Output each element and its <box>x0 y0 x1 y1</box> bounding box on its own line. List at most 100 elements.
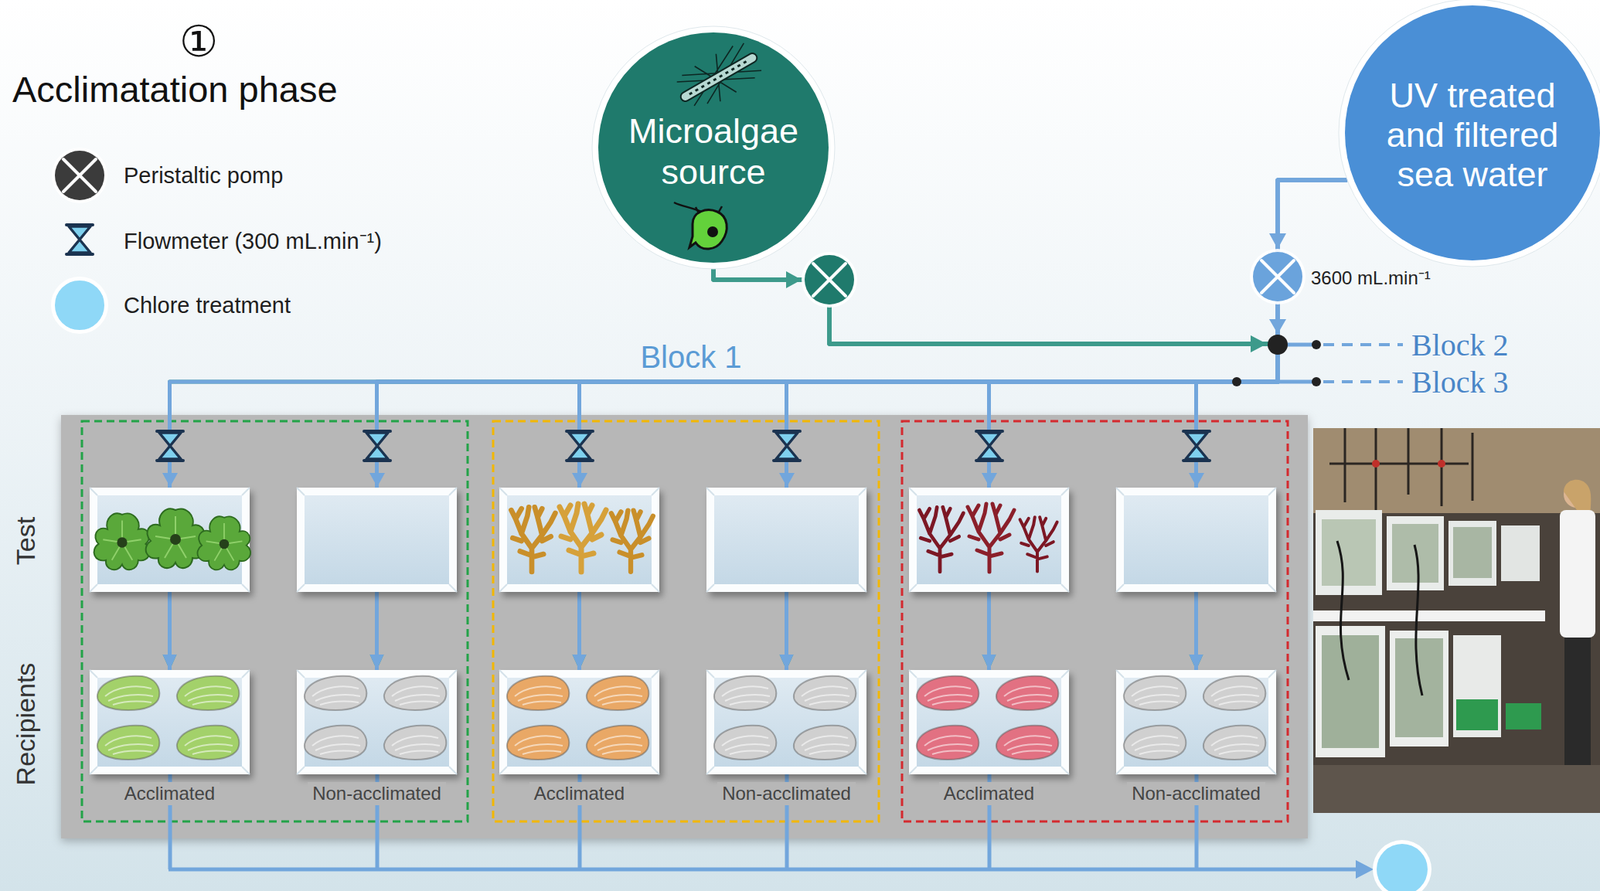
dinoflagellate-icon <box>674 202 727 249</box>
block-label: Block 3 <box>1411 364 1509 401</box>
oyster <box>97 725 160 760</box>
recipient-tank: Non-acclimated <box>296 670 457 806</box>
chlore-halo <box>1372 840 1432 891</box>
row-label-wrap: Recipients <box>10 663 41 787</box>
photo-wall <box>1313 428 1600 514</box>
diatom-cells <box>689 60 749 95</box>
seawater-pump <box>1249 248 1306 305</box>
green-group-box <box>81 421 468 822</box>
pipe-connector <box>579 268 1279 671</box>
node-text: Microalgae source <box>612 110 814 193</box>
pipe-arrowhead <box>1250 335 1267 353</box>
drain-arrowhead <box>1355 860 1374 879</box>
oyster <box>507 725 569 760</box>
row-label: Recipients <box>10 663 41 787</box>
oyster <box>1123 676 1186 711</box>
test-tank <box>706 487 867 593</box>
test-tank <box>908 487 1069 593</box>
oyster <box>1203 676 1266 711</box>
photo-tank-glass <box>1321 635 1379 749</box>
oyster <box>177 725 239 760</box>
source-circle: Microalgae source <box>592 26 835 269</box>
recipient-tank: Non-acclimated <box>706 670 867 806</box>
yellow-group-box <box>493 421 879 822</box>
flow-rate-wrap: 3600 mL.min⁻¹ <box>1310 264 1431 290</box>
oyster <box>996 725 1059 760</box>
pipe-arrowhead <box>981 473 998 487</box>
legend-text-wrap: Flowmeter (300 mL.min⁻¹) <box>123 224 382 256</box>
legend-pump-icon <box>51 147 108 204</box>
flowmeter <box>156 431 184 461</box>
oyster <box>714 676 777 711</box>
pipe-arrowhead <box>786 271 802 289</box>
flowmeter <box>364 431 391 461</box>
pipe-connector <box>377 180 1349 671</box>
pipe-dot <box>1232 377 1242 387</box>
photo-crate <box>1505 703 1542 730</box>
oyster <box>304 725 367 760</box>
cell-nucleus <box>707 226 719 238</box>
legend-text: Chlore treatment <box>123 292 291 319</box>
pipe-dot <box>1311 340 1321 350</box>
node-text: UV treated and filtered sea water <box>1364 75 1581 195</box>
tank-label: Acclimated <box>529 782 630 806</box>
pipe-arrowhead <box>1188 473 1205 487</box>
pipe-arrowhead <box>162 473 178 487</box>
row-label-wrap: Test <box>10 517 41 566</box>
oyster <box>586 725 649 760</box>
oyster <box>507 676 569 711</box>
recipient-tank <box>296 670 457 775</box>
circle-halo <box>1338 0 1600 267</box>
tank-label: Non-acclimated <box>307 782 446 806</box>
oyster <box>916 725 979 760</box>
photo-valve <box>1437 459 1446 468</box>
pipe-connector <box>713 268 1278 671</box>
diagram-title: Acclimatation phase <box>12 68 338 111</box>
recipient-tank <box>499 670 660 775</box>
pipe-connector <box>713 268 1278 671</box>
photo-floor <box>1313 765 1600 814</box>
photo-crate <box>1456 699 1498 731</box>
diagram-title-wrap: Acclimatation phase <box>12 68 338 111</box>
flowmeter <box>566 431 593 461</box>
block-label-wrap: Block 2 <box>1411 326 1509 364</box>
block-label-wrap: Block 1 <box>640 340 742 375</box>
photo-tank <box>1315 510 1383 596</box>
cell-spines <box>695 206 722 214</box>
block-label: Block 2 <box>1411 326 1509 364</box>
pipe-connector <box>786 180 1349 671</box>
oyster <box>384 676 446 711</box>
test-tank <box>1116 487 1277 593</box>
photo-tank-glass <box>1395 638 1444 738</box>
legend-text: Peristaltic pomp <box>123 163 283 189</box>
photo-pipes <box>1329 428 1473 511</box>
oyster <box>384 725 446 760</box>
ulva-seaweed <box>197 516 251 570</box>
pipe-arrowhead <box>571 473 588 487</box>
tank-label: Acclimated <box>119 782 220 806</box>
circle-halo <box>592 26 835 269</box>
circle-fill <box>1344 5 1600 261</box>
tank-label: Acclimated <box>939 782 1039 806</box>
flow-rate: 3600 mL.min⁻¹ <box>1310 264 1431 290</box>
red-seaweed <box>919 507 964 572</box>
drain-pipes <box>168 772 1359 870</box>
legend-text-wrap: Chlore treatment <box>123 292 291 319</box>
tank-label: Non-acclimated <box>1126 782 1266 806</box>
circle-fill <box>598 32 829 263</box>
microalgae-pump <box>801 251 858 308</box>
block-dashes <box>1323 344 1403 382</box>
oyster <box>793 676 856 711</box>
pipe-connector <box>1196 180 1349 671</box>
oyster <box>916 676 979 711</box>
pipe-connector <box>170 268 1279 671</box>
oyster <box>1203 725 1266 760</box>
flowmeter <box>976 431 1003 461</box>
pipe-arrowhead <box>779 473 795 487</box>
oyster <box>1123 725 1186 760</box>
photo-tank-glass <box>1453 527 1492 579</box>
red-group-box <box>902 421 1288 822</box>
recipient-tank: Acclimated <box>908 670 1069 806</box>
photo-valve <box>1371 459 1380 468</box>
